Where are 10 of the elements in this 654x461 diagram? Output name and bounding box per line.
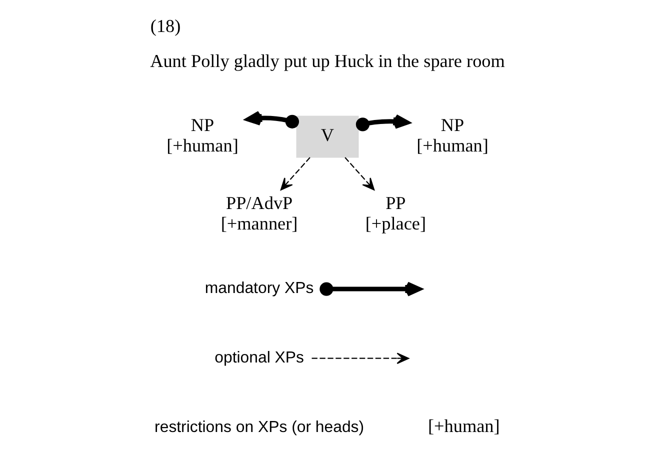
node-text: NP [+human] <box>416 114 488 156</box>
legend-label: restrictions on XPs (or heads) <box>154 418 364 436</box>
label: [+human] <box>427 416 500 436</box>
legend-label: mandatory XPs <box>204 280 314 298</box>
node-text: PP/AdvP [+manner] <box>220 193 298 234</box>
diagram-title: (18) <box>150 16 180 36</box>
node-text: NP [+human] <box>166 114 238 156</box>
label: Aunt Polly gladly put up Huck in the spare room <box>150 51 504 72</box>
node-text: PP [+place] <box>364 193 426 234</box>
legend-label: optional XPs <box>214 350 304 367</box>
